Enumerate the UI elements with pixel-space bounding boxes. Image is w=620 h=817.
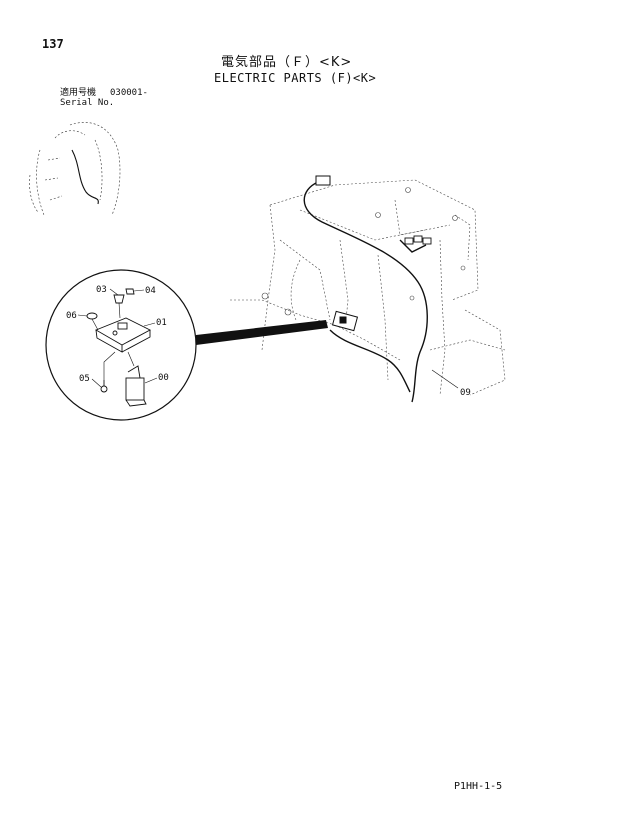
page-number: 137 [42,37,64,51]
applicable-serial-value: 030001- [110,88,148,98]
callout-03: 03 [96,285,107,295]
frame-bolt-heads [261,187,466,316]
detail-assembly-lines [91,302,135,380]
cab-harness-sketch [71,149,99,205]
wire-harness [303,181,428,403]
callout-05: 05 [79,374,90,384]
page-title-japanese: 電気部品（Ｆ）<K> [221,55,353,70]
switch-on-machine [331,310,359,332]
callout-leaders [77,288,459,389]
detail-parts [86,288,151,407]
callout-01: 01 [156,318,167,328]
callout-06: 06 [66,311,77,321]
footer-page-code: P1HH-1-5 [454,781,503,792]
detail-circle [45,269,197,421]
applicable-serial-label: 適用号機 [60,88,97,98]
cab-overview-sketch [29,122,121,216]
page-title-english: ELECTRIC PARTS (F)<K> [214,71,377,85]
serial-number-label: Serial No. [60,98,115,108]
detail-leader-arrow [196,320,328,345]
harness-connector-cluster [404,235,432,245]
machine-frame [230,179,506,396]
callout-09: 09 [460,388,471,398]
harness-connector-top [315,175,331,186]
callout-04: 04 [145,286,156,296]
callout-00: 00 [158,373,169,383]
